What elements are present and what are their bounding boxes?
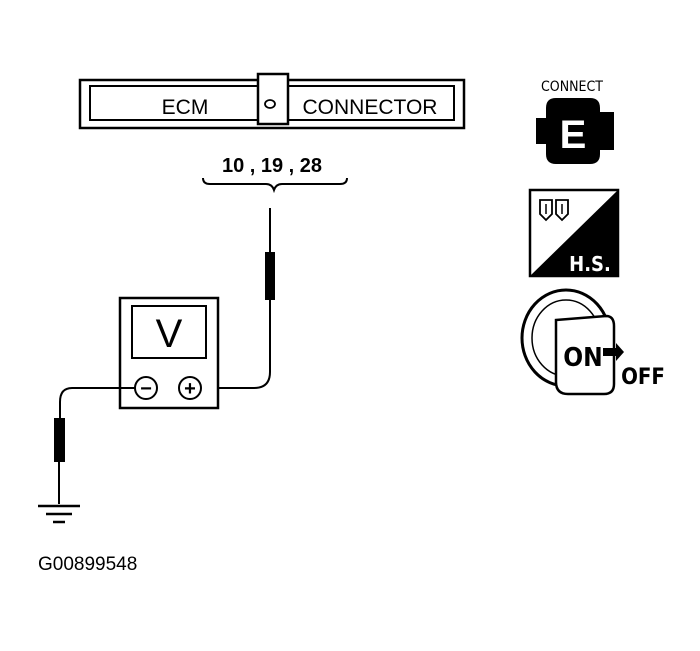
connector-latch [256,72,290,126]
connector-plug-shape [536,98,614,164]
probe-handle [265,252,275,300]
positive-terminal-icon [178,376,202,400]
voltmeter-unit: V [156,312,183,356]
figure-id: G00899548 [38,554,137,575]
hs-label: H.S. [569,252,611,276]
ecm-connector: ECM CONNECTOR [78,72,466,130]
connect-icon: CONNECT E [536,79,614,164]
hs-dark-triangle [530,190,618,276]
probe-handle [54,418,65,462]
ignition-on-label: ON [563,343,602,373]
negative-symbol: − [140,378,152,400]
voltmeter: V − + [118,296,220,410]
connect-label: CONNECT [541,79,603,95]
negative-lead-wire [59,387,135,418]
key-blade [554,314,616,396]
voltmeter-display [131,305,207,359]
positive-symbol: + [184,378,196,400]
connect-glyph: E [560,113,587,157]
connector-right-label: CONNECTOR [303,96,438,119]
latch-hole-icon [264,99,276,109]
terminal-brace [202,177,348,194]
negative-probe [54,387,135,504]
terminal-numbers: 10 , 19 , 28 [222,155,322,177]
hot-soak-icon: H.S. [528,188,620,278]
ignition-off-label: OFF [621,365,665,390]
ignition-key-icon: ON OFF [520,288,665,396]
connector-left-label: ECM [162,96,209,119]
ground-icon [38,504,80,524]
arrow-right-icon [603,343,624,361]
positive-lead-wire [190,300,271,389]
positive-probe [190,208,275,389]
tool-icon [539,199,569,222]
